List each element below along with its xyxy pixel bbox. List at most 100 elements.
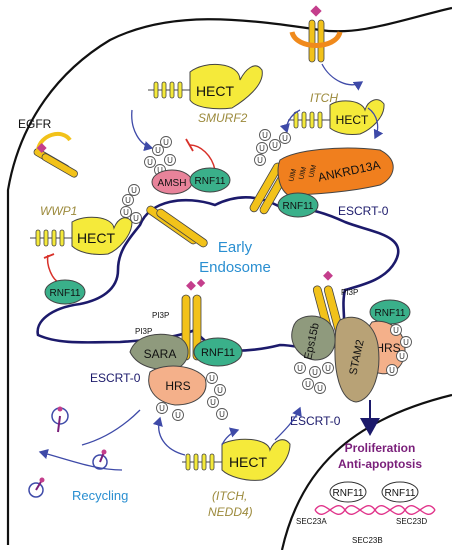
sara-label: SARA xyxy=(144,347,177,361)
dna-helix xyxy=(314,505,436,515)
svg-text:U: U xyxy=(133,214,139,223)
svg-text:U: U xyxy=(175,411,181,420)
hect-bottom-arrow-mid xyxy=(221,427,240,446)
svg-text:U: U xyxy=(123,208,129,217)
svg-text:U: U xyxy=(393,326,399,335)
sec23b-label: SEC23B xyxy=(352,536,383,545)
svg-text:U: U xyxy=(147,158,153,167)
rnf11-center-top-label: RNF11 xyxy=(195,176,226,187)
amsh-protein: AMSH xyxy=(151,169,193,195)
ankrd13a-protein: ANKRD13A UIM UIM UIM xyxy=(277,147,394,196)
sara-protein: SARA xyxy=(129,333,189,370)
hect-itch: HECT xyxy=(288,99,385,135)
rnf11-center-label: RNF11 xyxy=(201,347,235,359)
early-endosome-label-line1: Early xyxy=(218,239,253,256)
svg-text:U: U xyxy=(159,404,165,413)
ubiquitin-chain-center: U U U U U U xyxy=(156,372,228,421)
smurf2-arrow xyxy=(131,109,154,152)
cell-membrane xyxy=(6,6,452,545)
wwp1-inhibition xyxy=(46,254,61,284)
proliferation-label: Proliferation xyxy=(345,441,416,455)
recycling-vesicle-3 xyxy=(28,477,45,498)
svg-text:U: U xyxy=(403,338,409,347)
hect-bottom-arrow-right xyxy=(274,406,302,441)
svg-text:U: U xyxy=(157,166,163,175)
uim-label-2: UIM xyxy=(298,166,308,180)
hect-wwp1: HECT xyxy=(30,216,133,255)
rnf11-left-label: RNF11 xyxy=(50,288,81,299)
rnf11-left: RNF11 xyxy=(44,279,86,305)
wwp1-label: WWP1 xyxy=(40,204,77,218)
svg-text:U: U xyxy=(257,156,263,165)
hect-smurf2: HECT xyxy=(148,63,263,110)
pi3p-label-3: PI3P xyxy=(341,288,358,297)
stam2-protein: STAM2 xyxy=(334,316,380,403)
sec23a-label: SEC23A xyxy=(296,517,327,526)
svg-text:U: U xyxy=(125,196,131,205)
anti-apoptosis-label: Anti-apoptosis xyxy=(338,457,422,471)
itch-label: ITCH xyxy=(310,91,338,105)
recycling-vesicle-2 xyxy=(92,449,108,470)
rnf11-dna-right: RNF11 xyxy=(381,481,419,503)
escrt0-label-top: ESCRT-0 xyxy=(338,204,389,218)
svg-text:U: U xyxy=(305,380,311,389)
svg-text:U: U xyxy=(219,410,225,419)
svg-text:U: U xyxy=(131,186,137,195)
svg-text:U: U xyxy=(262,131,268,140)
svg-text:U: U xyxy=(399,352,405,361)
uim-label-1: UIM xyxy=(288,168,298,182)
svg-text:U: U xyxy=(389,366,395,375)
smurf2-inhibition xyxy=(189,144,216,171)
amsh-label: AMSH xyxy=(158,178,187,189)
uim-label-3: UIM xyxy=(308,164,318,178)
ligand-icon-1 xyxy=(196,278,206,288)
escrt0-label-right: ESCRT-0 xyxy=(290,414,341,428)
hrs-left-label: HRS xyxy=(165,379,190,393)
top-receptor xyxy=(289,5,343,63)
svg-text:U: U xyxy=(155,146,161,155)
svg-text:U: U xyxy=(167,156,173,165)
svg-text:U: U xyxy=(325,364,331,373)
svg-text:U: U xyxy=(163,138,169,147)
pi3p-label-1: PI3P xyxy=(152,311,169,320)
rnf11-dna-right-label: RNF11 xyxy=(385,488,416,499)
hrs-right-label: HRS xyxy=(375,341,400,355)
ubiquitin-chain-top: U U U U U xyxy=(254,129,291,166)
egfr-label: EGFR xyxy=(18,117,52,131)
hect-bottom-arrow-left xyxy=(152,416,186,456)
svg-text:U: U xyxy=(282,134,288,143)
itch-arrow-right xyxy=(367,107,384,140)
svg-text:U: U xyxy=(209,374,215,383)
escrt0-label-left: ESCRT-0 xyxy=(90,371,141,385)
hect-itch-nedd4-label: HECT xyxy=(229,454,268,470)
svg-text:U: U xyxy=(217,386,223,395)
rnf11-center: RNF11 xyxy=(193,337,243,367)
rnf11-escrt-top: RNF11 xyxy=(277,192,319,218)
pi3p-label-2: PI3P xyxy=(135,327,152,336)
itch-nedd4-label-line2: NEDD4) xyxy=(208,505,253,519)
hect-itch-nedd4: HECT xyxy=(182,438,291,481)
svg-text:U: U xyxy=(317,384,323,393)
top-receptor-arrow xyxy=(321,63,364,91)
rnf11-dna-left: RNF11 xyxy=(329,481,367,503)
hect-wwp1-label: HECT xyxy=(77,230,116,246)
smurf2-label: SMURF2 xyxy=(198,111,248,125)
rnf11-right-label: RNF11 xyxy=(375,308,406,319)
recycling-arrow-2 xyxy=(81,409,141,446)
early-endosome-label-line2: Endosome xyxy=(199,259,271,276)
endosome-receptor-top xyxy=(146,205,208,248)
eps15b-protein: Eps15b xyxy=(291,315,336,361)
rnf11-dna-left-label: RNF11 xyxy=(333,488,364,499)
ubiquitin-chain-left: U U U U U U U U U xyxy=(120,136,176,224)
hect-itch-label: HECT xyxy=(336,113,369,127)
svg-text:U: U xyxy=(297,364,303,373)
itch-arrow-left xyxy=(279,109,301,134)
hect-smurf2-label: HECT xyxy=(196,83,235,99)
nucleus-membrane xyxy=(280,393,452,550)
svg-text:U: U xyxy=(312,368,318,377)
svg-text:U: U xyxy=(210,398,216,407)
rnf11-right: RNF11 xyxy=(369,299,411,325)
ubiquitin-chain-right: U U U U U U U U U xyxy=(294,324,412,394)
